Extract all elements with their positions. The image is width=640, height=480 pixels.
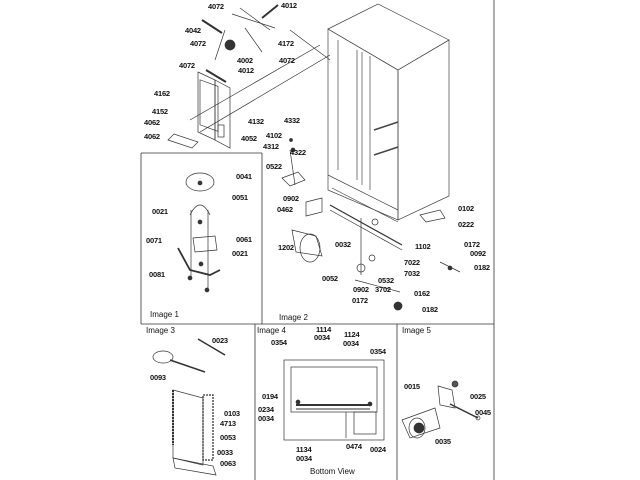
part-label: 0034	[258, 414, 274, 423]
part-label: 0071	[146, 236, 162, 245]
part-label: 0172	[352, 296, 368, 305]
part-label: 0034	[296, 454, 312, 463]
part-label: 4072	[190, 39, 206, 48]
part-label: 0021	[232, 249, 248, 258]
part-label: 0182	[422, 305, 438, 314]
part-label: 4072	[179, 61, 195, 70]
part-label: 4072	[208, 2, 224, 11]
part-label: 1202	[278, 243, 294, 252]
panel-caption-image2: Image 2	[279, 313, 308, 322]
part-label: 0052	[322, 274, 338, 283]
part-label: 7022	[404, 258, 420, 267]
part-label: 1124	[344, 330, 360, 339]
part-label: 0025	[470, 392, 486, 401]
part-label: 3702	[375, 285, 391, 294]
part-label: 0902	[353, 285, 369, 294]
part-label: 0032	[335, 240, 351, 249]
part-label: 4713	[220, 419, 236, 428]
part-label: 4042	[185, 26, 201, 35]
part-label: 0051	[232, 193, 248, 202]
part-label: 0023	[212, 336, 228, 345]
part-label: 0462	[277, 205, 293, 214]
part-label: 0234	[258, 405, 274, 414]
part-label: 4132	[248, 117, 264, 126]
part-label: 0041	[236, 172, 252, 181]
part-label: 0033	[217, 448, 233, 457]
image1-fan-motor	[177, 172, 221, 293]
part-label: 4062	[144, 118, 160, 127]
part-label: 7032	[404, 269, 420, 278]
part-label: 4322	[290, 148, 306, 157]
part-label: 0021	[152, 207, 168, 216]
part-label: 4152	[152, 107, 168, 116]
image3-evaporator	[152, 338, 226, 476]
part-label: 4002	[237, 56, 253, 65]
part-label: 0522	[266, 162, 282, 171]
part-label: 0532	[378, 276, 394, 285]
part-label: 1134	[296, 445, 312, 454]
part-label: 0172	[464, 240, 480, 249]
part-label: 1102	[415, 242, 431, 251]
part-label: 0902	[283, 194, 299, 203]
part-label: 4072	[279, 56, 295, 65]
part-label: 4332	[284, 116, 300, 125]
part-label: 0474	[346, 442, 362, 451]
part-label: 0063	[220, 459, 236, 468]
part-label: 4012	[238, 66, 254, 75]
part-label: 0053	[220, 433, 236, 442]
part-label: 0162	[414, 289, 430, 298]
part-label: 0102	[458, 204, 474, 213]
part-label: 4162	[154, 89, 170, 98]
part-label: 4312	[263, 142, 279, 151]
part-label: 4012	[281, 1, 297, 10]
part-label: 0035	[435, 437, 451, 446]
part-label: 4062	[144, 132, 160, 141]
part-label: 4172	[278, 39, 294, 48]
part-label: 0354	[271, 338, 287, 347]
part-label: 0093	[150, 373, 166, 382]
part-label: 0194	[262, 392, 278, 401]
part-label: 0024	[370, 445, 386, 454]
image4-bottom-view	[283, 359, 385, 441]
part-label: 0354	[370, 347, 386, 356]
part-label: 0081	[149, 270, 165, 279]
panel-subcaption-bottom-view: Bottom View	[310, 467, 355, 476]
panel-caption-image5: Image 5	[402, 326, 431, 335]
top-bracket-assembly	[167, 4, 331, 149]
part-label: 1114	[316, 325, 332, 334]
refrigerator-cabinet	[327, 3, 450, 223]
panel-caption-image4: Image 4	[257, 326, 286, 335]
part-label: 0045	[475, 408, 491, 417]
image5-roller	[401, 380, 481, 439]
panel-caption-image1: Image 1	[150, 310, 179, 319]
part-label: 0061	[236, 235, 252, 244]
image2-base-assembly	[281, 138, 461, 311]
part-label: 0092	[470, 249, 486, 258]
part-label: 0182	[474, 263, 490, 272]
part-label: 0034	[314, 333, 330, 342]
part-label: 0103	[224, 409, 240, 418]
part-label: 4052	[241, 134, 257, 143]
part-label: 0222	[458, 220, 474, 229]
part-label: 0015	[404, 382, 420, 391]
panel-caption-image3: Image 3	[146, 326, 175, 335]
part-label: 0034	[343, 339, 359, 348]
part-label: 4102	[266, 131, 282, 140]
